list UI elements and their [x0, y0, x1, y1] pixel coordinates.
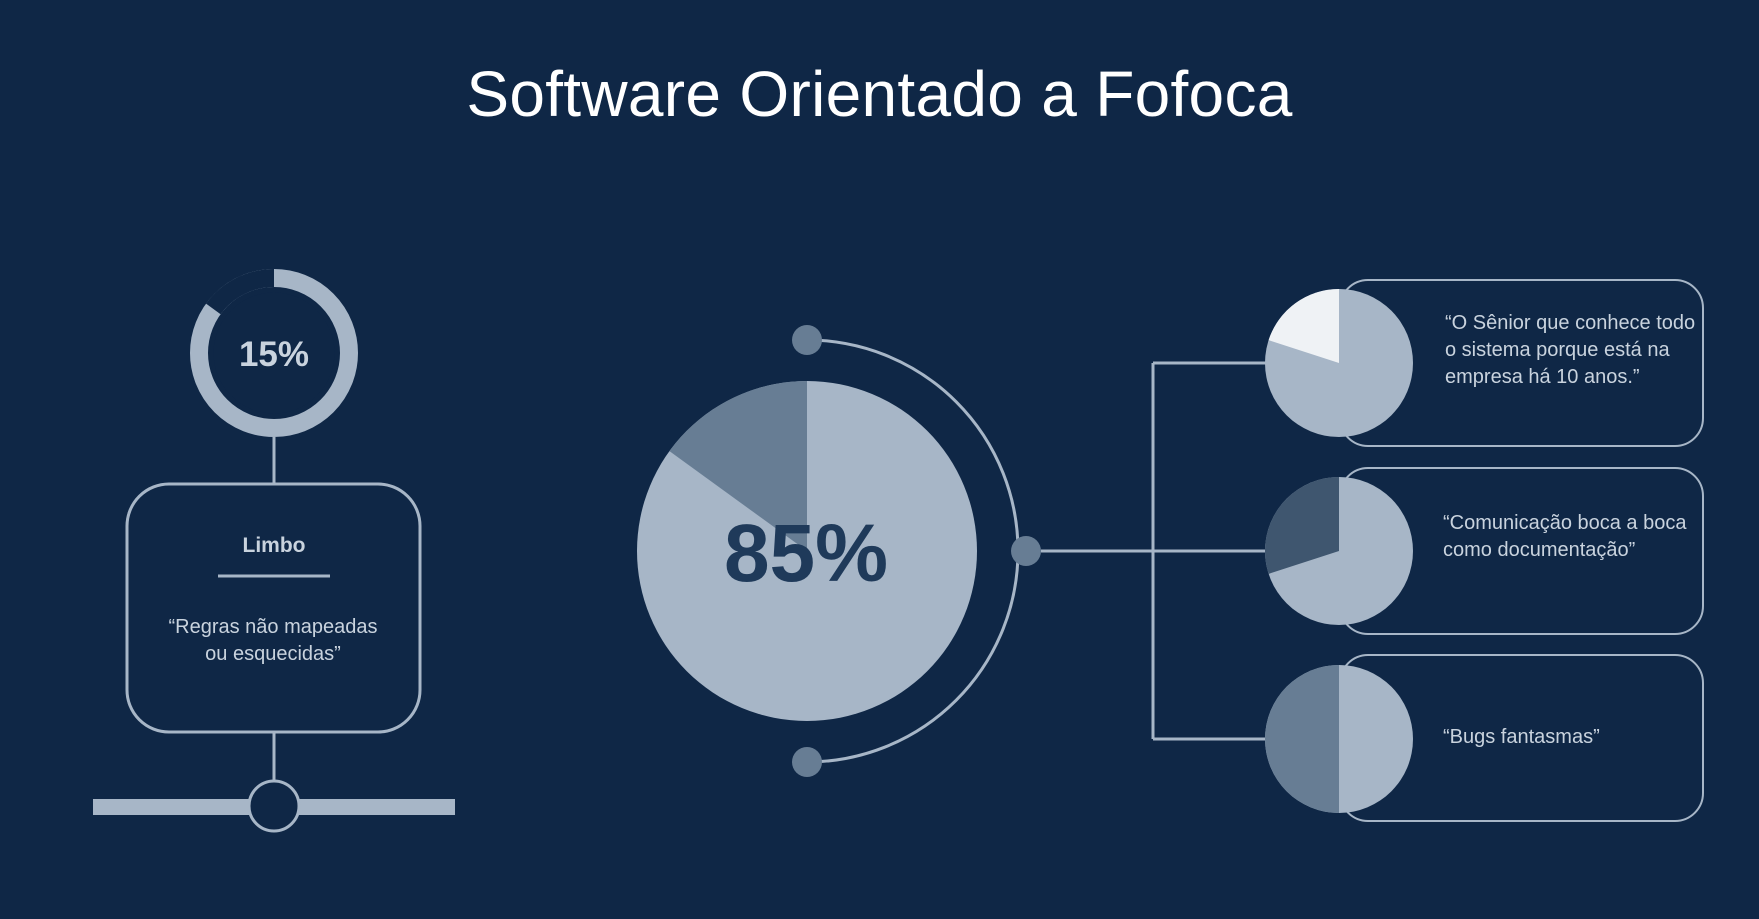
quote-text-1: “O Sênior que conhece todo o sistema por…: [1445, 312, 1696, 388]
item-pie-3-slice: [1265, 665, 1339, 813]
center-pie-slice: [669, 381, 807, 551]
arc-mid-dot: [1011, 536, 1041, 566]
arc-bottom-dot: [792, 747, 822, 777]
left-percent-label: 15%: [239, 335, 309, 374]
limbo-box: [125, 482, 422, 734]
limbo-quote: “Regras não mapeadas ou esquecidas”: [168, 616, 378, 665]
item-pie-1-slice: [1268, 289, 1339, 363]
limbo-title: Limbo: [243, 534, 306, 557]
quote-text-2: “Comunicação boca a boca como documentaç…: [1443, 512, 1687, 561]
percent-donut-gap: [206, 269, 275, 315]
timeline-node: [247, 779, 301, 833]
arc-top-dot: [792, 325, 822, 355]
percent-donut-inner-edge: [208, 287, 340, 419]
quote-text-3: “Bugs fantasmas”: [1443, 726, 1600, 748]
center-percent-label: 85%: [724, 508, 888, 599]
item-pie-2-slice: [1265, 477, 1339, 574]
slide-title: Software Orientado a Fofoca: [466, 58, 1293, 130]
